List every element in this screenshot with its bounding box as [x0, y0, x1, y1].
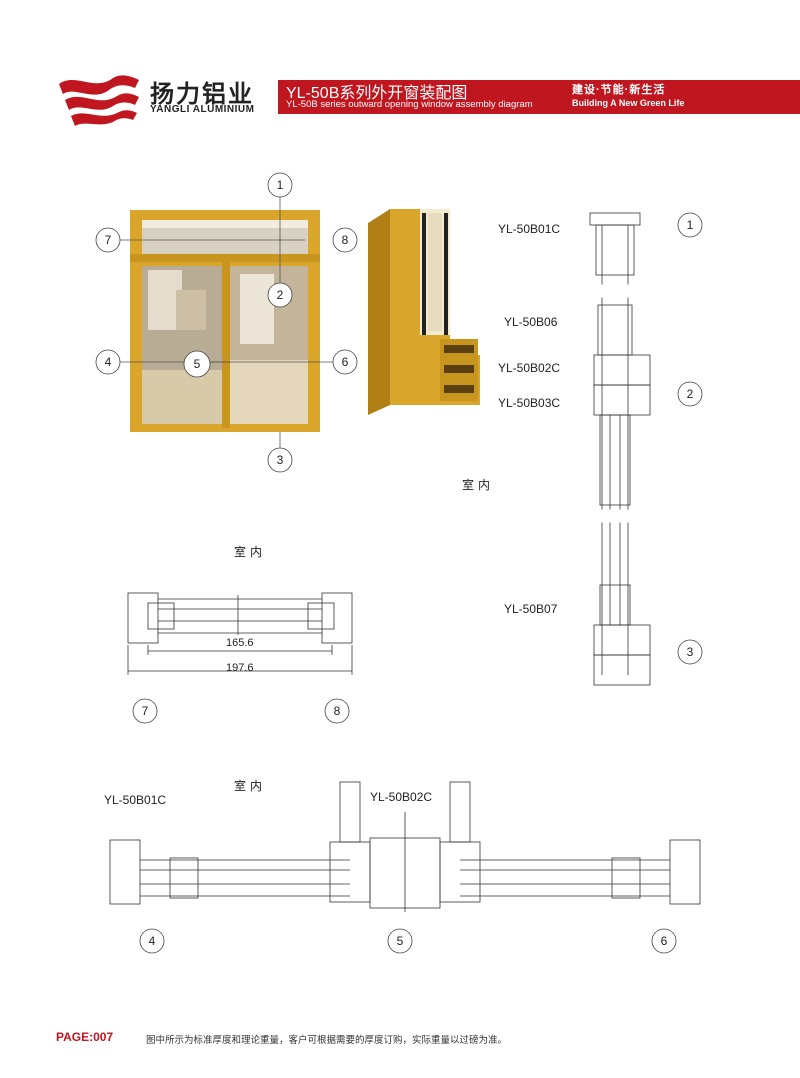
callout-7: 7	[105, 233, 112, 247]
callout-8-section: 8	[334, 704, 341, 718]
footer-note: 图中所示为标准厚度和理论重量，客户可根据需要的厚度订购，实际重量以过磅为准。	[146, 1035, 508, 1046]
window-elevation: 1 7 8 2 4 5 6 3	[95, 172, 358, 473]
callout-3-right: 3	[687, 645, 694, 659]
brand-name-en: YANGLI ALUMINIUM	[150, 104, 255, 115]
vertical-section-drawing	[589, 212, 651, 686]
callout-1: 1	[277, 178, 284, 192]
part-label-b07: YL-50B07	[504, 602, 558, 616]
section-4-5-6-drawing	[109, 781, 701, 912]
title-bar	[278, 80, 800, 114]
profile-3d-illustration	[368, 209, 480, 415]
callout-5: 5	[194, 357, 201, 371]
brand-name-cn: 扬力铝业	[150, 81, 254, 108]
indoor-label-3: 室内	[234, 779, 267, 793]
page-title: YL-50B系列外开窗装配图	[286, 85, 468, 102]
slogan-cn: 建设·节能·新生活	[572, 84, 666, 96]
section-4-5-6-callouts: 4 5 6	[139, 928, 677, 954]
section-7-8-callouts: 7 8	[132, 698, 350, 724]
callout-8: 8	[342, 233, 349, 247]
part-label-b02c-bottom: YL-50B02C	[370, 790, 433, 804]
indoor-label-2: 室内	[234, 545, 267, 559]
callout-2: 2	[277, 288, 284, 302]
right-callouts: 1 2 3	[677, 212, 703, 665]
callout-4: 4	[105, 355, 112, 369]
page-subtitle: YL-50B series outward opening window ass…	[286, 99, 533, 110]
dimension-outer: 197.6	[226, 662, 254, 674]
page-number: PAGE:007	[56, 1030, 114, 1044]
callout-3: 3	[277, 453, 284, 467]
callout-6: 6	[342, 355, 349, 369]
part-label-b01c-bottom: YL-50B01C	[104, 793, 167, 807]
callout-7-section: 7	[142, 704, 149, 718]
slogan-en: Building A New Green Life	[572, 98, 685, 108]
part-label-b02c: YL-50B02C	[498, 361, 561, 375]
callout-5-section: 5	[397, 934, 404, 948]
yangli-logo-icon	[59, 75, 139, 126]
callout-4-section: 4	[149, 934, 156, 948]
part-label-b03c: YL-50B03C	[498, 396, 561, 410]
dimension-inner: 165.6	[226, 637, 254, 649]
page-header: 扬力铝业 YANGLI ALUMINIUM YL-50B系列外开窗装配图 YL-…	[0, 0, 800, 140]
callout-6-section: 6	[661, 934, 668, 948]
callout-1-right: 1	[687, 218, 694, 232]
part-label-b01c: YL-50B01C	[498, 222, 561, 236]
indoor-label-1: 室内	[462, 478, 495, 492]
section-7-8-drawing	[127, 592, 353, 675]
part-label-b06: YL-50B06	[504, 315, 558, 329]
callout-2-right: 2	[687, 387, 694, 401]
